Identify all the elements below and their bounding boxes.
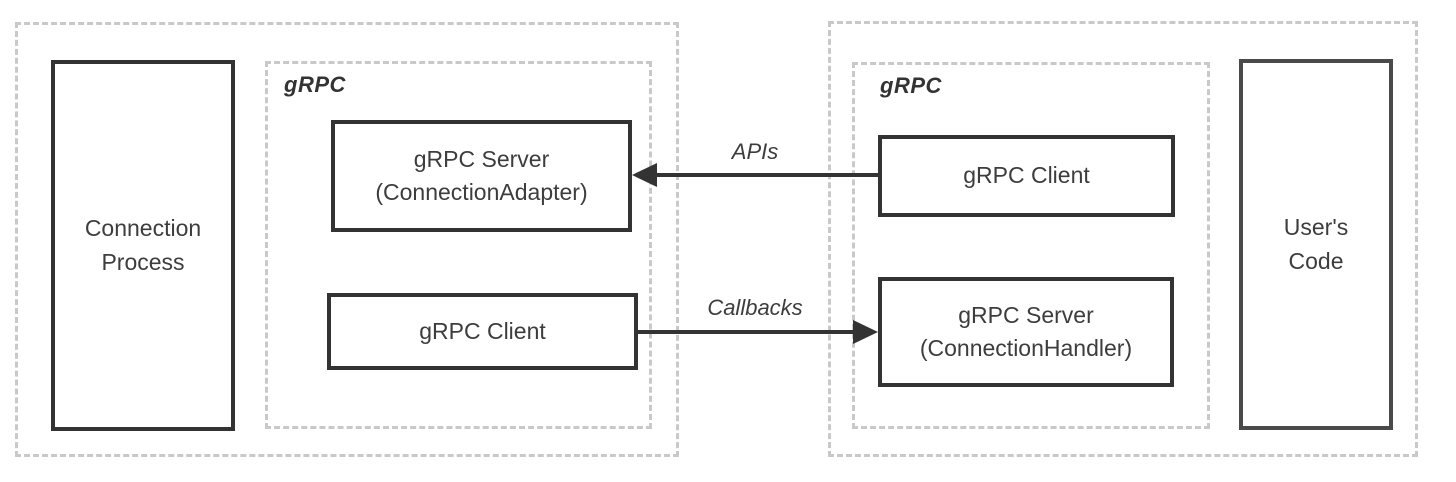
- users-code-label: User's Code: [1283, 214, 1349, 274]
- connection-process-group: [15, 22, 679, 457]
- connection-process-box: Connection Process: [51, 60, 235, 431]
- right-grpc-client-box: gRPC Client: [878, 135, 1175, 217]
- connection-process-label: Connection Process: [84, 215, 202, 275]
- users-code-group: [828, 21, 1418, 457]
- apis-arrow-line: [653, 173, 878, 177]
- grpc-server-connection-adapter-label: gRPC Server (ConnectionAdapter): [375, 145, 588, 205]
- apis-arrow-label: APIs: [731, 139, 779, 164]
- grpc-server-connection-handler-label: gRPC Server (ConnectionHandler): [919, 301, 1133, 361]
- callbacks-arrow-head-right-icon: [853, 320, 878, 344]
- grpc-server-connection-handler-box: gRPC Server (ConnectionHandler): [878, 277, 1174, 387]
- right-grpc-client-label: gRPC Client: [963, 162, 1090, 189]
- callbacks-arrow-label: Callbacks: [707, 295, 803, 320]
- left-grpc-label: gRPC: [284, 72, 346, 97]
- left-grpc-client-label: gRPC Client: [419, 317, 546, 344]
- apis-arrow-head-left-icon: [632, 163, 657, 187]
- grpc-server-connection-adapter-box: gRPC Server (ConnectionAdapter): [331, 120, 632, 232]
- callbacks-arrow-line: [638, 330, 855, 334]
- users-code-box: User's Code: [1239, 59, 1393, 430]
- right-grpc-container: [852, 62, 1210, 429]
- left-grpc-container: [265, 61, 652, 429]
- right-grpc-label: gRPC: [880, 73, 942, 98]
- left-grpc-client-box: gRPC Client: [327, 293, 638, 370]
